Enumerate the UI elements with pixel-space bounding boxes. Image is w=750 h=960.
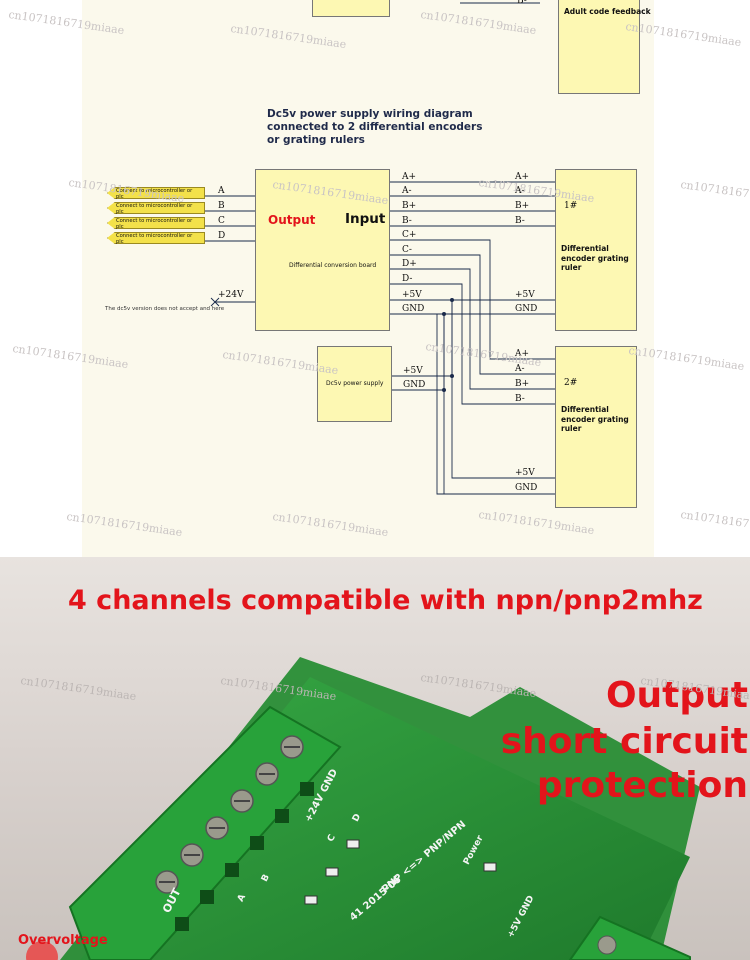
- board-pin: C+: [402, 230, 417, 240]
- encoder-2-power-pin: +5V: [515, 468, 535, 478]
- encoder-2-pin: A-: [515, 364, 525, 374]
- board-pin: B+: [402, 201, 417, 211]
- adult-code-feedback-label: Adult code feedback: [564, 7, 651, 16]
- output-pin-D: D: [218, 231, 226, 241]
- encoder-1-pin: B-: [515, 216, 525, 226]
- encoder-2-power-pin: GND: [515, 483, 538, 493]
- board-pin: A-: [402, 186, 412, 196]
- encoder-2-pin: A+: [515, 349, 530, 359]
- encoder-2-pin: B-: [515, 394, 525, 404]
- board-pin: +5V: [402, 290, 422, 300]
- mcu-connector-label: Connect to microcontroller or plc: [116, 233, 193, 245]
- side-caption-3: protection: [536, 765, 748, 806]
- wiring-diagram: Adult code feedback Dc5v power supply wi…: [7, 0, 750, 557]
- encoder-1-label: Differential encoder grating ruler: [561, 244, 629, 272]
- side-caption-1: Output: [605, 675, 748, 716]
- mcu-connector-label: Connect to microcontroller or plc: [116, 188, 193, 200]
- mcu-connector-label: Connect to microcontroller or plc: [116, 203, 193, 215]
- output-pin-B: B: [218, 201, 225, 211]
- encoder-2-pin: B+: [515, 379, 530, 389]
- encoder-2-number: 2#: [564, 378, 578, 388]
- pcb-illustration: [26, 657, 700, 960]
- top-right-box: [558, 0, 640, 94]
- board-input-label: Input: [345, 211, 386, 227]
- encoder-2-label: Differential encoder grating ruler: [561, 405, 629, 433]
- top-left-box: [312, 0, 390, 17]
- photo-headline: 4 channels compatible with npn/pnp2mhz: [68, 585, 703, 616]
- mcu-connector-label: Connect to microcontroller or plc: [116, 218, 193, 230]
- mcu-connector-arrow: [107, 187, 205, 199]
- conversion-board: [255, 169, 390, 331]
- dc5v-power-supply-box: [317, 346, 392, 422]
- encoder-1-number: 1#: [564, 201, 578, 211]
- encoder-1-pin: B+: [515, 201, 530, 211]
- product-photo: 4 channels compatible with npn/pnp2mhz O…: [0, 557, 750, 960]
- psu-pin: GND: [403, 380, 426, 390]
- board-pin: B-: [402, 216, 412, 226]
- diagram-title: Dc5v power supply wiring diagram connect…: [267, 108, 483, 146]
- mcu-connector-arrow: [107, 232, 205, 244]
- board-name-label: Differential conversion board: [289, 262, 377, 269]
- output-pin-A: A: [218, 186, 225, 196]
- output-pin-C: C: [218, 216, 225, 226]
- encoder-1-pin: A+: [515, 172, 530, 182]
- wiring-lines: [205, 2, 555, 495]
- power-input-24v: +24V: [218, 290, 244, 300]
- board-pin: A+: [402, 172, 417, 182]
- side-caption-2: short circuit: [500, 721, 748, 762]
- encoder-1-power-pin: +5V: [515, 290, 535, 300]
- psu-label: Dc5v power supply: [326, 380, 384, 387]
- board-pin: D+: [402, 259, 417, 269]
- psu-pin: +5V: [403, 366, 423, 376]
- top-pin-label: B-: [517, 0, 527, 6]
- encoder-1-power-pin: GND: [515, 304, 538, 314]
- encoder-1-box: [555, 169, 637, 331]
- board-output-label: Output: [268, 213, 316, 227]
- encoder-1-pin: A-: [515, 186, 525, 196]
- mcu-connector-arrow: [107, 202, 205, 214]
- mcu-connector-arrow: [107, 217, 205, 229]
- board-pin: C-: [402, 245, 412, 255]
- overvoltage-caption: Overvoltage: [18, 933, 108, 948]
- board-pin: D-: [402, 274, 413, 284]
- encoder-2-box: [555, 346, 637, 508]
- dc5v-note: The dc5v version does not accept and her…: [105, 306, 225, 312]
- board-pin: GND: [402, 304, 425, 314]
